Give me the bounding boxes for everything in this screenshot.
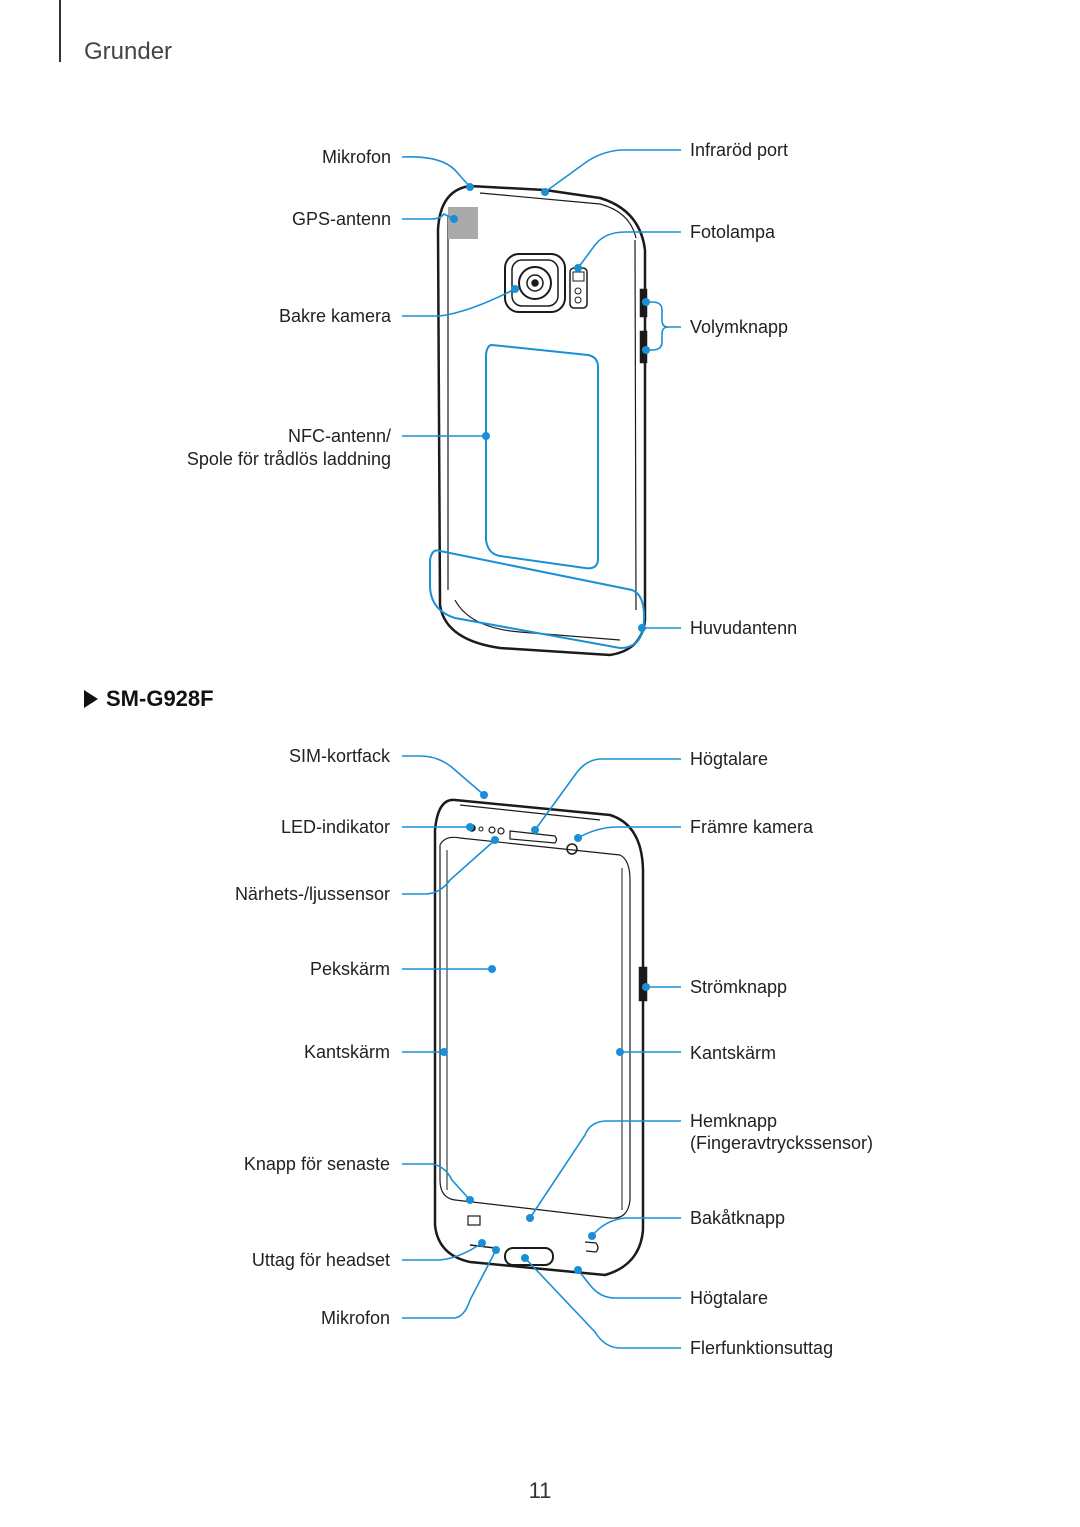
- label-infrarod-port: Infraröd port: [690, 140, 789, 160]
- label-volymknapp: Volymknapp: [690, 317, 789, 337]
- label-bakre-kamera: Bakre kamera: [278, 306, 391, 326]
- label-framre-kamera: Främre kamera: [690, 817, 814, 837]
- label-flerfunktionsuttag: Flerfunktionsuttag: [690, 1338, 834, 1358]
- label-tradlos-laddning: Spole för trådlös laddning: [186, 449, 391, 469]
- label-kantskarm-left: Kantskärm: [303, 1042, 390, 1062]
- label-hogtalare-top: Högtalare: [690, 749, 769, 769]
- label-narhets-sensor: Närhets-/ljussensor: [234, 884, 390, 904]
- label-knapp-senaste: Knapp för senaste: [243, 1154, 390, 1174]
- label-uttag-headset: Uttag för headset: [251, 1250, 390, 1270]
- label-hemknapp: Hemknapp: [690, 1111, 778, 1131]
- model-heading: SM-G928F: [84, 686, 214, 712]
- section-title: Grunder: [84, 38, 173, 65]
- label-mikrofon-back: Mikrofon: [321, 147, 391, 167]
- label-sim-kortfack: SIM-kortfack: [288, 746, 390, 766]
- label-mikrofon-front: Mikrofon: [320, 1308, 390, 1328]
- label-fingeravtryckssensor: (Fingeravtryckssensor): [690, 1133, 874, 1153]
- model-name: SM-G928F: [106, 686, 214, 711]
- header-rule: [59, 0, 61, 62]
- label-fotolampa: Fotolampa: [690, 222, 776, 242]
- label-gps-antenn: GPS-antenn: [291, 209, 391, 229]
- label-huvudantenn: Huvudantenn: [690, 618, 798, 638]
- label-nfc-antenn: NFC-antenn/: [287, 426, 391, 446]
- label-bakatknapp: Bakåtknapp: [690, 1208, 786, 1228]
- label-pekskarm: Pekskärm: [309, 959, 390, 979]
- triangle-bullet-icon: [84, 690, 98, 708]
- label-led-indikator: LED-indikator: [280, 817, 390, 837]
- page-number: 11: [528, 1478, 552, 1503]
- label-stromknapp: Strömknapp: [690, 977, 788, 997]
- label-hogtalare-bottom: Högtalare: [690, 1288, 769, 1308]
- label-kantskarm-right: Kantskärm: [690, 1043, 777, 1063]
